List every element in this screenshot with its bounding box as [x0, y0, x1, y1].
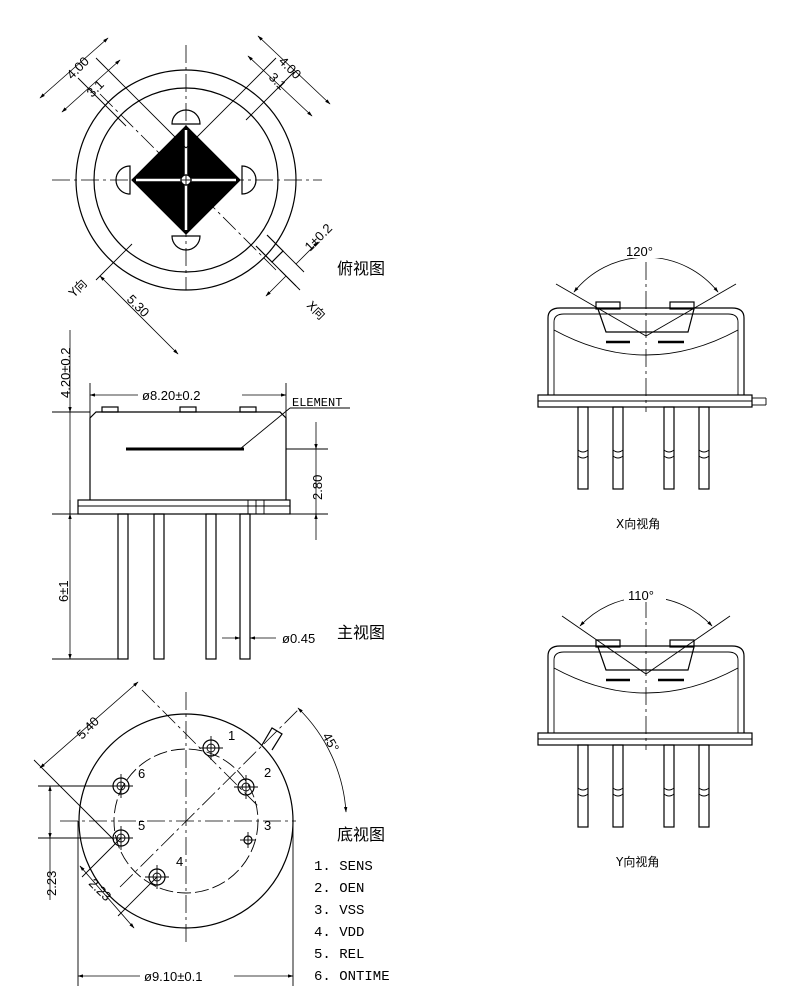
- top-view-label: 俯视图: [337, 259, 385, 278]
- x-direction-label: X向: [304, 298, 329, 323]
- pin-number-3: 3: [264, 818, 271, 833]
- pin-list-item: 4. VDD: [314, 925, 364, 941]
- pin-number-1: 1: [228, 728, 235, 743]
- bottom-pin-1: [199, 736, 223, 760]
- dim-angle: 45°: [319, 730, 342, 755]
- element-label: ELEMENT: [292, 396, 342, 410]
- dim-top-diagonal: 5.30: [124, 292, 153, 321]
- dim-pin-diameter: ø0.45: [282, 631, 315, 646]
- window-lobe-right: [241, 165, 257, 195]
- dim-bottom-diagonal: 5.40: [74, 714, 103, 743]
- pin-list-item: 6. ONTIME: [314, 969, 390, 985]
- front-view-label: 主视图: [337, 623, 385, 642]
- dim-top-left-inner: 3.1: [84, 77, 107, 100]
- dim-bottom-diameter: ø9.10±0.1: [144, 969, 202, 984]
- dim-pin-length: 6±1: [56, 580, 71, 602]
- pin-number-4: 4: [176, 854, 183, 869]
- window-lobe-left: [115, 165, 131, 195]
- pin-list: 1. SENS 2. OEN 3. VSS 4. VDD 5. REL 6. O…: [314, 859, 390, 985]
- dim-total-height: 4.20±0.2: [58, 347, 73, 398]
- pin-front-2: [153, 513, 165, 660]
- x-view-angle: 120° X向视角: [537, 242, 767, 531]
- pin-list-item: 3. VSS: [314, 903, 364, 919]
- flange: [77, 499, 291, 515]
- bottom-view-label: 底视图: [337, 825, 385, 844]
- can-body: [89, 411, 287, 500]
- pin-list-item: 5. REL: [314, 947, 364, 963]
- bottom-pin-2: [234, 775, 258, 799]
- dim-pitch-diagonal: 2.23: [86, 876, 115, 905]
- x-view-angle-value: 120°: [626, 244, 653, 259]
- top-view: 4.00 3.1 4.00 3.1 1±0.2 5.30 Y向 X向 俯视图: [39, 35, 385, 355]
- y-view-angle-value: 110°: [628, 588, 654, 603]
- pin-list-item: 1. SENS: [314, 859, 373, 875]
- pin-number-5: 5: [138, 818, 145, 833]
- y-view-angle: 110° Y向视角: [537, 586, 753, 869]
- bottom-view: 1 2 3 4 5 6 5.40 45° 2.23 2.23 ø9.10±0.1…: [33, 681, 385, 986]
- dim-pitch-vertical: 2.23: [44, 871, 59, 896]
- front-view: ELEMENT ø8.20±0.2 4.20±0.2 6±1 2.80 ø0.4…: [52, 330, 385, 660]
- pin-number-2: 2: [264, 765, 271, 780]
- pin-front-3: [205, 513, 217, 660]
- x-view-label: X向视角: [616, 516, 660, 531]
- pin-front-4: [239, 513, 251, 660]
- pin-list-item: 2. OEN: [314, 881, 364, 897]
- y-direction-label: Y向: [65, 276, 90, 301]
- dim-element-height: 2.80: [310, 475, 325, 500]
- pin-front-1: [117, 513, 129, 660]
- y-view-label: Y向视角: [615, 854, 659, 869]
- dim-front-diameter: ø8.20±0.2: [142, 388, 200, 403]
- dim-top-left-outer: 4.00: [64, 54, 93, 83]
- bottom-pin-3: [240, 832, 256, 848]
- pin-number-6: 6: [138, 766, 145, 781]
- bottom-tab: [261, 727, 283, 751]
- dim-tab-width: 1±0.2: [302, 221, 336, 255]
- window-lobe-top: [171, 109, 201, 125]
- window-lobe-bottom: [171, 235, 201, 251]
- top-tab: [255, 234, 284, 263]
